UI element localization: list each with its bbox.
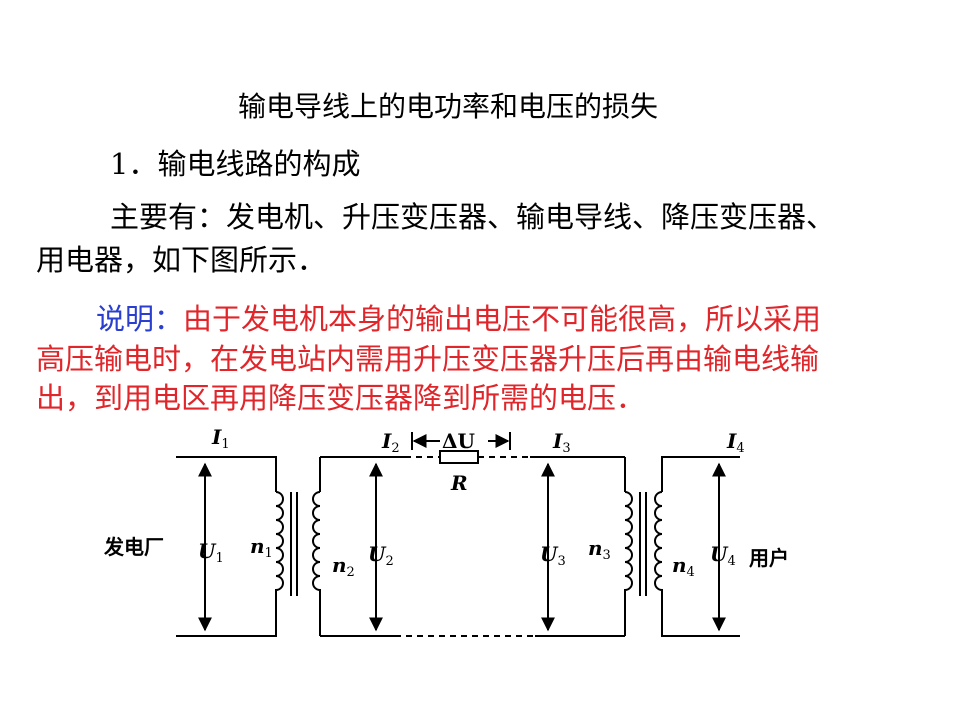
label-i2: I2 [381,429,400,456]
label-u4: U4 [710,542,736,569]
note-line-3: 出，到用电区再用降压变压器降到所需的电压． [36,381,646,415]
label-i1: I1 [211,425,230,452]
label-resistor: R [450,471,468,495]
note-line-2: 高压输电时，在发电站内需用升压变压器升压后再由输电线输 [36,342,820,376]
page-title: 输电导线上的电功率和电压的损失 [238,90,659,123]
note-label: 说明： [96,302,184,336]
generator-wire [176,456,277,492]
coil-n2 [312,491,321,596]
coil-n3 [624,491,633,596]
label-n3: n3 [588,536,611,563]
section-heading: 1．输电线路的构成 [110,147,361,181]
user-label: 用户 [749,546,789,570]
label-delta-u: ΔU [442,429,475,453]
label-u2: U2 [368,542,394,569]
label-u3: U3 [540,542,566,569]
generator-wire-bottom [176,596,277,637]
paragraph-line-2: 用电器，如下图所示． [36,243,327,277]
label-u1: U1 [198,539,224,566]
note-text-1: 由于发电机本身的输出电压不可能很高，所以采用 [183,302,822,336]
power-plant-label: 发电厂 [103,535,164,559]
label-n1: n1 [250,534,273,561]
user-wire-bottom [661,596,740,637]
paragraph-line-1: 主要有：发电机、升压变压器、输电导线、降压变压器、 [110,200,836,234]
label-i4: I4 [726,429,745,456]
user-wire [661,456,740,492]
coil-n1 [275,491,284,596]
note-line-1: 说明：由于发电机本身的输出电压不可能很高，所以采用 [96,302,821,336]
transmission-circuit-diagram: 发电厂 用户 I1 I2 I3 I4 U1 U2 U3 U4 n1 n2 n3 … [103,425,789,637]
label-n2: n2 [332,553,355,580]
coil-n4 [654,491,663,596]
label-n4: n4 [672,553,695,580]
label-i3: I3 [552,429,571,456]
